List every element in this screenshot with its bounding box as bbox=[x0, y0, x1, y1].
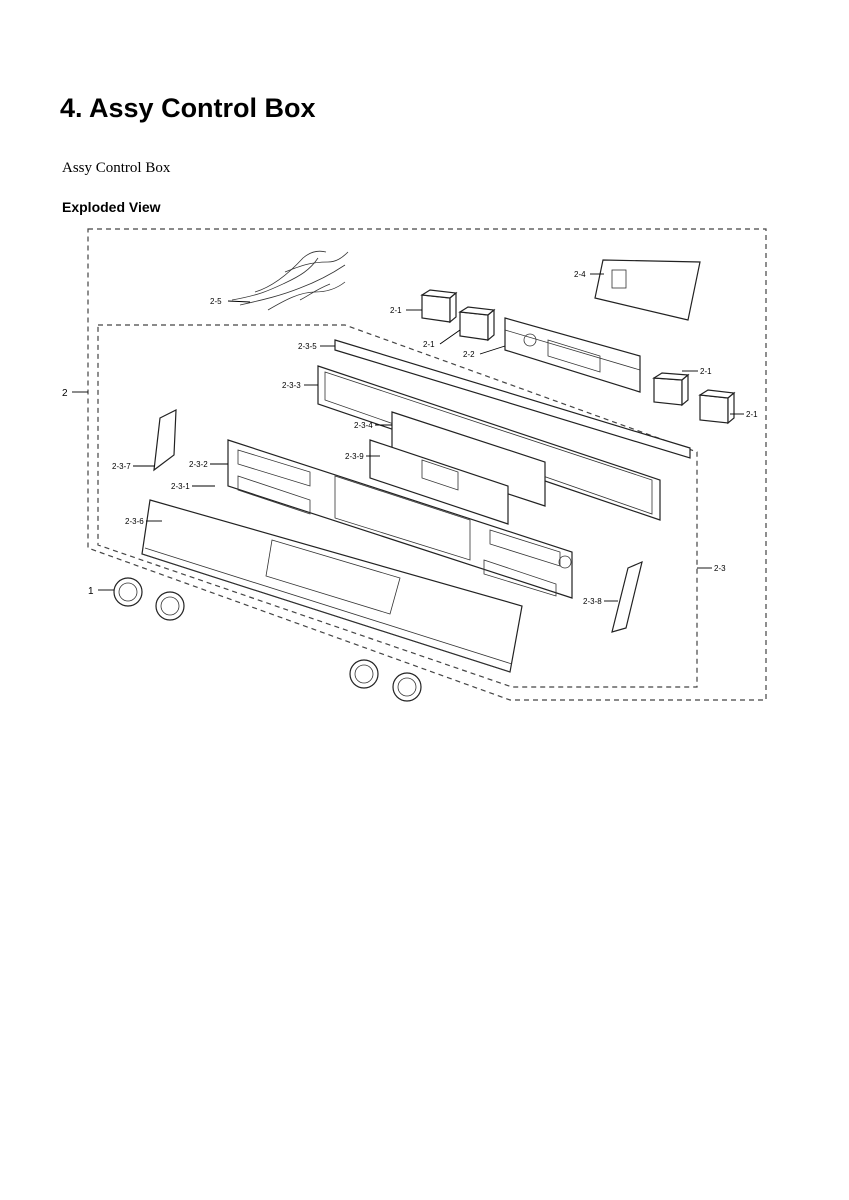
module-part-top-left bbox=[420, 289, 458, 324]
callout-2-3: 2-3 bbox=[714, 564, 726, 573]
callout-2-3-1: 2-3-1 bbox=[171, 482, 190, 491]
knob-part-4 bbox=[392, 672, 422, 702]
callout-2-3-6: 2-3-6 bbox=[125, 517, 144, 526]
callout-2-1-right-b: 2-1 bbox=[746, 410, 758, 419]
pcb-part bbox=[504, 317, 641, 393]
callout-2-1-top-left: 2-1 bbox=[390, 306, 402, 315]
callout-2-3-7: 2-3-7 bbox=[112, 462, 131, 471]
callout-2-3-3: 2-3-3 bbox=[282, 381, 301, 390]
left-side-bracket-part bbox=[153, 409, 177, 472]
page-subtitle: Assy Control Box bbox=[62, 160, 171, 176]
knob-part-2 bbox=[155, 591, 185, 621]
callout-2-3-2: 2-3-2 bbox=[189, 460, 208, 469]
callout-labels: 2 1 2-5 2-4 2-1 2-1 2-2 2-1 2-1 2-3 2-3-… bbox=[62, 270, 758, 606]
callout-2-1-right-a: 2-1 bbox=[700, 367, 712, 376]
module-part-right-b bbox=[698, 389, 736, 425]
knob-part-1 bbox=[113, 577, 143, 607]
callout-2-3-9: 2-3-9 bbox=[345, 452, 364, 461]
control-panel-frame-part bbox=[227, 439, 573, 599]
frame-part bbox=[317, 365, 661, 521]
callout-2-4: 2-4 bbox=[574, 270, 586, 279]
top-bracket-part bbox=[334, 339, 691, 459]
callout-2: 2 bbox=[62, 388, 68, 399]
callout-1: 1 bbox=[88, 586, 94, 597]
sheet-part bbox=[594, 259, 701, 321]
knob-part-3 bbox=[349, 659, 379, 689]
assembly-2-3-boundary bbox=[97, 324, 698, 688]
display-housing-part bbox=[391, 411, 546, 507]
page-title: 4. Assy Control Box bbox=[60, 93, 316, 123]
module-part-right-a bbox=[652, 372, 690, 407]
callout-2-3-5: 2-3-5 bbox=[298, 342, 317, 351]
wire-harness-part bbox=[231, 250, 349, 311]
display-window-part bbox=[369, 439, 509, 525]
leader-lines bbox=[72, 273, 744, 602]
sheet-label-mark bbox=[611, 269, 627, 289]
callout-2-3-8: 2-3-8 bbox=[583, 597, 602, 606]
module-part-top-mid bbox=[458, 306, 496, 342]
callout-2-5: 2-5 bbox=[210, 297, 222, 306]
right-side-bracket-part bbox=[611, 560, 643, 633]
callout-2-2: 2-2 bbox=[463, 350, 475, 359]
callout-2-3-4: 2-3-4 bbox=[354, 421, 373, 430]
front-panel-part bbox=[141, 499, 523, 673]
section-label: Exploded View bbox=[62, 199, 161, 215]
callout-2-1-top-mid: 2-1 bbox=[423, 340, 435, 349]
